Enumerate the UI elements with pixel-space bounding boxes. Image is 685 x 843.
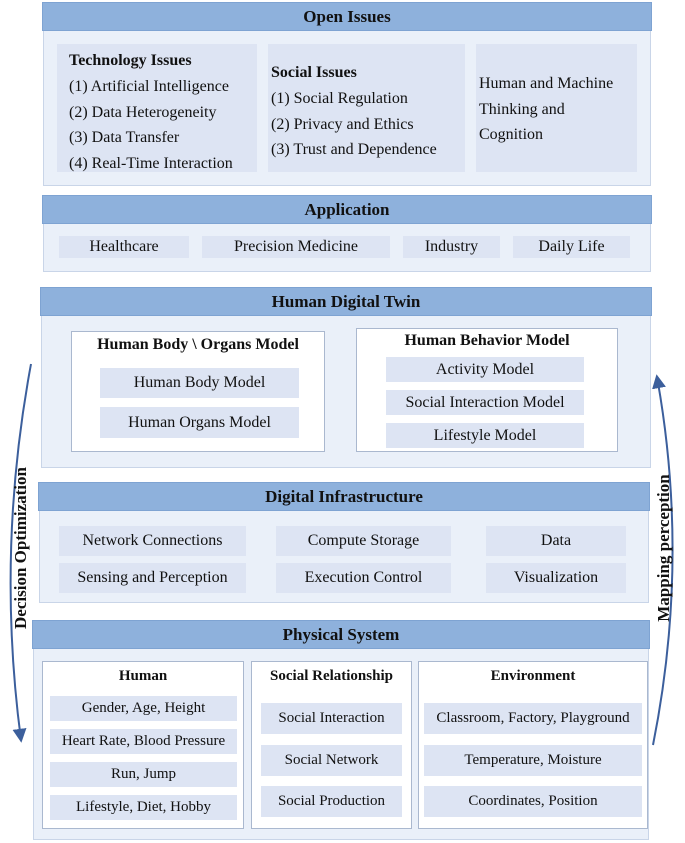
human-digital-twin-header: Human Digital Twin (40, 287, 652, 316)
social-issue-item: (1) Social Regulation (271, 90, 408, 107)
human-machine-line: Cognition (479, 126, 544, 143)
social-relationship-panel-title: Social Relationship (270, 668, 393, 684)
social-issue-item: (3) Trust and Dependence (271, 141, 437, 158)
body-organs-panel-title: Human Body \ Organs Model (97, 336, 299, 353)
human-machine-line: Human and Machine (479, 75, 614, 92)
behavior-panel-title: Human Behavior Model (404, 332, 570, 349)
social-issue-item: (2) Privacy and Ethics (271, 115, 414, 133)
human-item: Gender, Age, Height (50, 696, 237, 721)
infra-execution-control: Execution Control (276, 563, 451, 593)
mapping-perception-label: Mapping perception (654, 474, 673, 622)
infra-data: Data (486, 526, 626, 556)
environment-item: Temperature, Moisture (424, 745, 642, 776)
infra-sensing-perception: Sensing and Perception (59, 563, 246, 593)
technology-issue-item: (1) Artificial Intelligence (69, 78, 229, 95)
application-item-healthcare: Healthcare (59, 236, 189, 258)
human-item: Lifestyle, Diet, Hobby (50, 795, 237, 820)
human-body-model: Human Body Model (100, 368, 299, 398)
decision-optimization-label: Decision Optimization (11, 467, 30, 629)
human-machine-box: Human and Machine Thinking and Cognition (476, 44, 637, 172)
social-interaction-model: Social Interaction Model (386, 390, 584, 415)
technology-issue-item: (2) Data Heterogeneity (69, 103, 217, 121)
open-issues-header: Open Issues (42, 2, 652, 31)
social-issues-box: Social Issues (1) Social Regulation (2) … (268, 44, 465, 172)
application-item-precision-medicine: Precision Medicine (202, 236, 390, 258)
infra-network-connections: Network Connections (59, 526, 246, 556)
activity-model: Activity Model (386, 357, 584, 382)
lifestyle-model: Lifestyle Model (386, 423, 584, 448)
application-item-daily-life: Daily Life (513, 236, 630, 258)
human-item: Heart Rate, Blood Pressure (50, 729, 237, 754)
technology-issue-item: (3) Data Transfer (69, 129, 180, 146)
human-machine-line: Thinking and (479, 100, 565, 118)
environment-item: Classroom, Factory, Playground (424, 703, 642, 734)
application-item-industry: Industry (403, 236, 500, 258)
physical-system-header: Physical System (32, 620, 650, 649)
digital-infrastructure-header: Digital Infrastructure (38, 482, 650, 511)
social-issues-title: Social Issues (271, 64, 357, 81)
application-header: Application (42, 195, 652, 224)
human-organs-model: Human Organs Model (100, 407, 299, 438)
technology-issues-title: Technology Issues (69, 52, 192, 69)
human-panel-title: Human (118, 668, 168, 684)
social-relationship-item: Social Network (261, 745, 402, 776)
environment-item: Coordinates, Position (424, 786, 642, 817)
infra-visualization: Visualization (486, 563, 626, 593)
infra-compute-storage: Compute Storage (276, 526, 451, 556)
social-relationship-item: Social Production (261, 786, 402, 817)
technology-issue-item: (4) Real-Time Interaction (69, 154, 233, 172)
human-item: Run, Jump (50, 762, 237, 787)
social-relationship-item: Social Interaction (261, 703, 402, 734)
technology-issues-box: Technology Issues (1) Artificial Intelli… (57, 44, 257, 172)
environment-panel-title: Environment (490, 668, 576, 684)
